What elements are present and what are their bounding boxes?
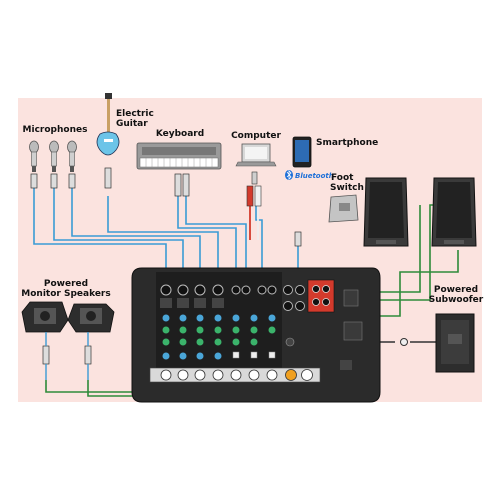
jack-connector-icon <box>104 167 112 189</box>
rca-connector-icon <box>246 185 254 207</box>
monitor-speaker-left-icon <box>21 301 69 333</box>
label-microphones: Microphones <box>23 125 88 135</box>
mixer-icon <box>131 267 381 403</box>
main-speaker-right-icon <box>431 177 477 247</box>
foot-switch-icon <box>328 194 359 223</box>
label-bluetooth: Bluetooth <box>295 172 334 180</box>
label-electric-guitar-2: Guitar <box>116 119 148 129</box>
subwoofer-icon <box>435 313 475 373</box>
xlr-connector-icon <box>42 345 50 365</box>
label-computer: Computer <box>231 131 281 141</box>
label-powered-subwoofer-2: Subwoofer <box>429 295 484 305</box>
monitor-speaker-right-icon <box>67 303 115 333</box>
jack-connector-icon <box>174 173 182 197</box>
microphone-icon <box>67 140 77 172</box>
microphone-icon <box>29 140 39 172</box>
label-foot-switch-1: Foot <box>331 173 354 183</box>
mini-jack-connector-icon <box>251 171 258 185</box>
electric-guitar-icon <box>96 93 120 156</box>
label-keyboard: Keyboard <box>156 129 204 139</box>
smartphone-icon <box>292 136 312 168</box>
mic-cables <box>33 188 299 268</box>
keyboard-icon <box>136 142 222 170</box>
jack-connector-icon <box>182 173 190 197</box>
microphone-icon <box>49 140 59 172</box>
xlr-connector-icon <box>68 173 76 189</box>
xlr-connector-icon <box>84 345 92 365</box>
label-smartphone: Smartphone <box>316 138 378 148</box>
label-powered-monitor-2: Monitor Speakers <box>21 289 110 299</box>
label-electric-guitar-1: Electric <box>116 109 154 119</box>
computer-cables <box>249 206 259 240</box>
master-knob-icon <box>285 369 297 381</box>
label-foot-switch-2: Switch <box>330 183 364 193</box>
sub-plug <box>400 338 408 346</box>
jack-connector-icon <box>294 231 302 247</box>
xlr-connector-icon <box>50 173 58 189</box>
laptop-icon <box>235 143 277 167</box>
xlr-connector-icon <box>30 173 38 189</box>
main-speaker-left-icon <box>363 177 409 247</box>
bluetooth-icon <box>285 170 293 180</box>
mixer-knobs <box>162 314 276 360</box>
microphones <box>29 140 77 189</box>
volume-knob-icon <box>301 369 313 381</box>
rca-connector-icon <box>254 185 262 207</box>
label-powered-monitor-1: Powered <box>44 279 88 289</box>
label-powered-subwoofer-1: Powered <box>434 285 478 295</box>
